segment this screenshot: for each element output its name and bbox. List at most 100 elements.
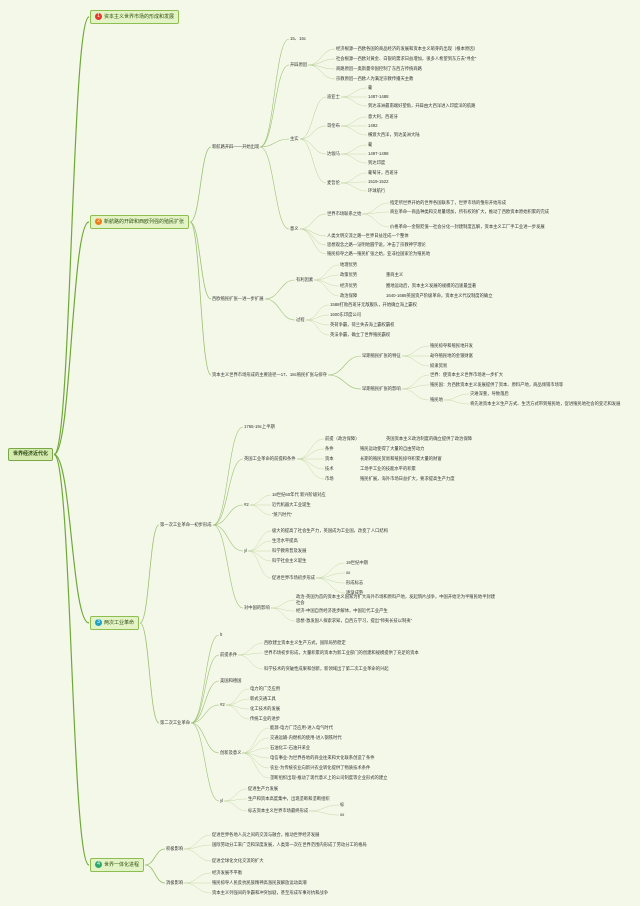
- b4-negative-item: 经济发展不平衡: [212, 870, 243, 875]
- connector-line: [190, 722, 220, 754]
- b3-first-china-node[interactable]: 对中国的影响: [244, 605, 270, 610]
- b3-second-revolution-node[interactable]: 第二次工业革命: [160, 720, 191, 725]
- connector-line: [313, 274, 340, 281]
- b4-positive-item: 促进世界各地人员之间的交流与融合，推动世界经济发展: [212, 832, 320, 837]
- root-node[interactable]: 世界经济近代化: [8, 448, 54, 461]
- connector-line: [53, 221, 90, 456]
- b2-significance-item: 思想观念之路—证明地圆学说，冲击了宗教神学理论: [327, 242, 426, 247]
- connector-line: [307, 48, 336, 66]
- b3-second-cond-item: 科学技术的突破性成果和创新，新领域出了第二次工业革命的兴起: [264, 666, 389, 671]
- connector-line: [340, 172, 368, 184]
- b2-dagama-node[interactable]: 达伽马: [327, 151, 340, 156]
- b2-magellan-item: 1519-1522: [368, 179, 389, 184]
- b3-first-world-market-item: 19世纪中期: [346, 560, 368, 565]
- connector-line: [247, 550, 272, 562]
- connector-line: [308, 804, 340, 812]
- connector-line: [212, 524, 244, 552]
- branch-4-number-badge: 4: [95, 861, 102, 868]
- b3-first-marker-item: 18世纪60年代 新兴阶级对应: [272, 492, 326, 497]
- connector-line: [313, 279, 340, 297]
- b3-first-impact-node[interactable]: yl: [244, 548, 248, 553]
- b2-expansion-node[interactable]: 西欧殖民扩张—进一步扩展: [212, 296, 264, 301]
- b3-first-world-market-item: xx: [346, 570, 351, 575]
- connector-line: [299, 213, 327, 230]
- b3-first-time-node: 1765-19c上半期: [244, 424, 275, 429]
- b4-positive-node[interactable]: 积极影响: [166, 846, 184, 851]
- b4-negative-node[interactable]: 消极影响: [166, 880, 184, 885]
- b3-second-impact-node[interactable]: yl: [220, 798, 224, 803]
- connector-line: [223, 798, 248, 802]
- b3-first-revolution-node[interactable]: 第一次工业革命—初步形成: [160, 522, 212, 527]
- branch-3-label: 两次工业革命: [104, 619, 135, 626]
- b2-significance-item: 人类文明交流之路—世界日益连成一个整体: [327, 233, 409, 238]
- b3-first-world-market-item: 形成标志: [346, 580, 364, 585]
- b2-process-node[interactable]: 过程: [296, 317, 305, 322]
- connector-line: [249, 504, 272, 516]
- b3-second-conditions-node[interactable]: 前提条件: [220, 652, 238, 657]
- b2-route-main-node[interactable]: 资本主义世界市场形成的主要途径—17、18c殖民扩张与掠夺: [212, 372, 327, 377]
- connector-line: [183, 848, 212, 862]
- connector-line: [443, 399, 470, 405]
- b3-first-cond-value: 长期的殖民贸易和殖民掠夺积累大量的财富: [360, 456, 442, 461]
- b2-conditions-node[interactable]: 有利因素: [296, 277, 314, 282]
- b3-second-innovation-item: 垄断组织出现-推动了现代意义上的公司制度等企业形式的建立: [270, 775, 388, 780]
- connector-line: [361, 211, 390, 215]
- b3-second-world-market-node[interactable]: 标志资本主义世界市场最终形成: [248, 808, 309, 813]
- b2-condition-value: 1640-1688英国资产阶级革命，资本主义代议制度的确立: [386, 293, 493, 298]
- connector-line: [139, 524, 160, 624]
- connector-line: [340, 153, 368, 164]
- connector-line: [53, 453, 90, 624]
- b2-process-item: 英荷争霸，荷兰失去海上霸权霸权: [330, 322, 395, 327]
- b2-new-route-node[interactable]: 新航路开辟——开始出现: [212, 144, 260, 149]
- b3-second-impact-item: 促进生产力发展: [248, 786, 279, 791]
- b3-second-innovation-node[interactable]: 创新及意义: [220, 750, 242, 755]
- b3-first-marker-node[interactable]: #2: [244, 502, 249, 507]
- b3-first-world-market-node[interactable]: 促进世界市场初步形成: [272, 575, 315, 580]
- branch-4-label: 世界一体化进程: [104, 861, 140, 868]
- connector-line: [241, 747, 270, 754]
- connector-line: [327, 374, 362, 390]
- connector-line: [401, 374, 430, 390]
- b2-cause-item: 商路原因—奥斯曼帝国控制了东西方传统商路: [336, 66, 422, 71]
- b2-colony-item: 将先进资本主义生产方式、生活方式带到殖民地，促进殖民地社会的变迁和发展: [470, 401, 621, 406]
- connector-line: [340, 96, 368, 107]
- connector-line: [190, 654, 220, 724]
- b3-second-marker-item: 电力的广泛应用: [250, 686, 281, 691]
- connector-line: [340, 182, 368, 192]
- b2-dagama-item: 1497-1498: [368, 151, 389, 156]
- b3-first-cond-key: 前提（政治保障）: [325, 436, 360, 441]
- connector-line: [189, 146, 212, 223]
- b2-columbus-node[interactable]: 哥伦布: [327, 123, 340, 128]
- b3-second-marker-node[interactable]: #2: [220, 702, 225, 707]
- connector-line: [225, 704, 250, 720]
- b2-main-fact-node[interactable]: 主实: [290, 136, 299, 141]
- b3-first-impact-item: 科学社会主义诞生: [272, 558, 307, 563]
- b2-significance-node[interactable]: 意义: [290, 226, 299, 231]
- b2-world-market-node[interactable]: 世界市场联系之始: [327, 211, 362, 216]
- connector-line: [340, 144, 368, 155]
- b3-first-conditions-node[interactable]: 英国工业革命的前提和条件: [244, 456, 296, 461]
- connector-line: [327, 355, 362, 376]
- b2-dias-item: 1487-1488: [368, 94, 389, 99]
- b3-second-world-market-item: 标: [340, 802, 345, 807]
- b2-colony-node[interactable]: 殖民地: [430, 397, 443, 402]
- b2-cause-item: 宗教原因—西欧人为满足宗教传播天主教: [336, 76, 414, 81]
- b2-cause-node[interactable]: 开辟原因: [290, 62, 308, 67]
- b2-columbus-item: 横渡大西洋，到达美洲大陆: [368, 132, 420, 137]
- b2-early-impact-node[interactable]: 早期殖民扩张的影响: [362, 386, 401, 391]
- b3-first-impact-item: 极大的提高了社会生产力，英国成为工业国，改变了人口结构: [272, 528, 389, 533]
- b2-early-features-node[interactable]: 早期殖民扩张的特征: [362, 353, 401, 358]
- b3-first-cond-key: 资本: [325, 456, 334, 461]
- connector-line: [259, 138, 290, 148]
- connector-line: [247, 550, 272, 579]
- b2-columbus-item: 意大利，西班牙: [368, 114, 399, 119]
- connector-line: [212, 504, 244, 526]
- b2-dias-node[interactable]: 迪亚士: [327, 94, 340, 99]
- b2-early-feature-item: 劫夺殖民地的金银财富: [430, 353, 473, 358]
- connector-line: [259, 64, 290, 148]
- b2-magellan-node[interactable]: 麦哲伦: [327, 180, 340, 185]
